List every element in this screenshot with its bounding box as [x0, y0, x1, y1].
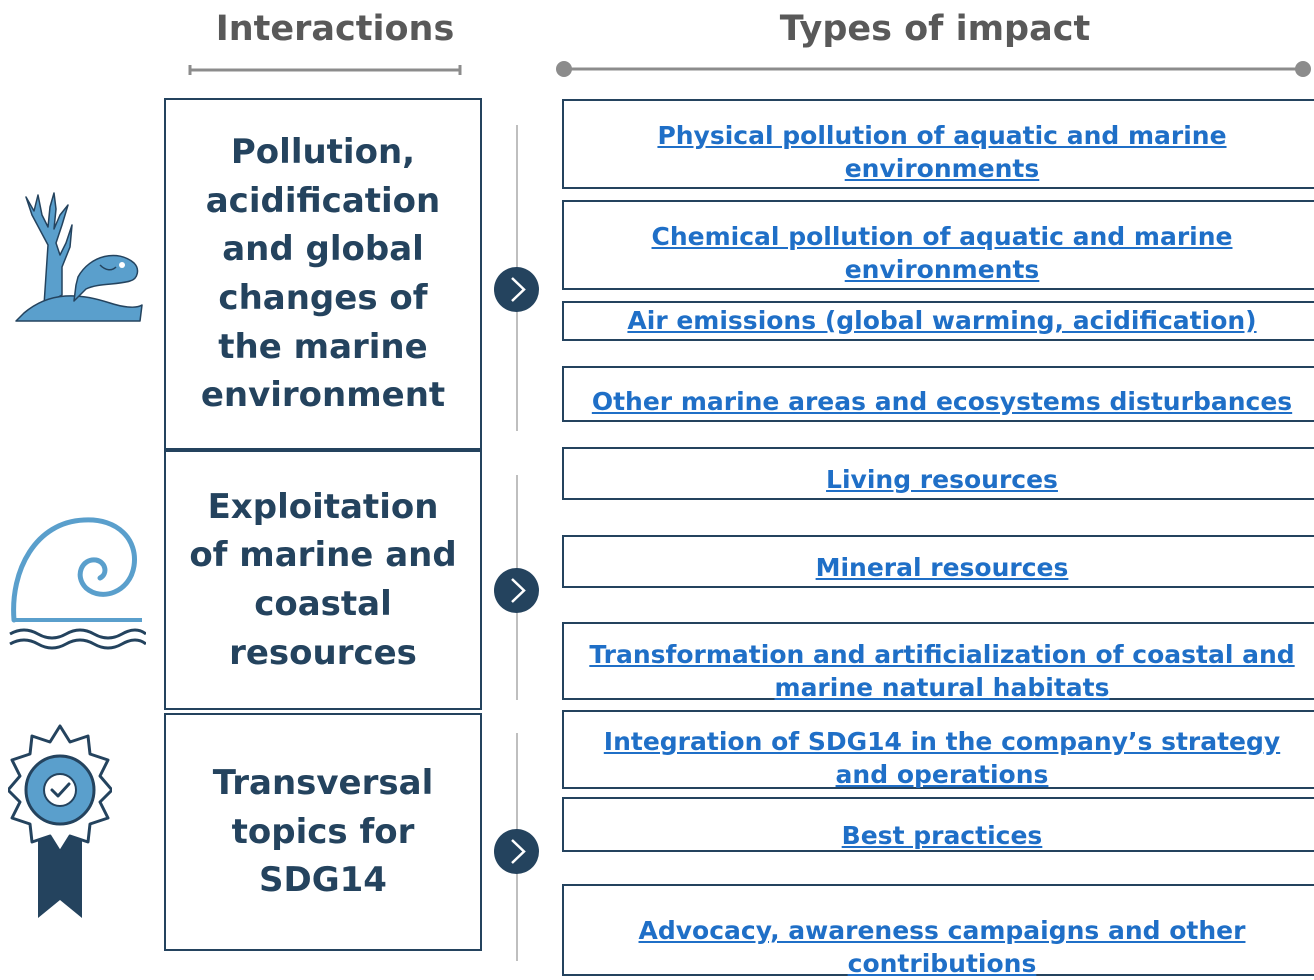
category-box-transversal: Transversal topics for SDG14: [164, 713, 482, 951]
category-box-pollution: Pollution, acidification and global chan…: [164, 98, 482, 450]
category-label-exploitation: Exploitation of marine and coastal resou…: [189, 486, 457, 673]
impact-label: Best practices: [841, 820, 1043, 850]
badge-checkmark-icon: [8, 724, 112, 918]
chevron-right-icon: [494, 568, 539, 613]
interactions-divider: [188, 65, 462, 75]
impact-air-emissions[interactable]: Air emissions (global warming, acidifica…: [562, 301, 1314, 341]
category-label-transversal: Transversal topics for SDG14: [212, 763, 434, 901]
interactions-header: Interactions: [215, 9, 455, 49]
impact-transformation-habitats[interactable]: Transformation and artificialization of …: [562, 622, 1314, 702]
impact-advocacy[interactable]: Advocacy, awareness campaigns and other …: [562, 884, 1314, 978]
chevron-right-icon: [494, 267, 539, 312]
impact-integration-sdg14[interactable]: Integration of SDG14 in the company’s st…: [562, 710, 1314, 789]
impact-label: Living resources: [826, 464, 1058, 494]
impact-best-practices[interactable]: Best practices: [562, 797, 1314, 852]
types-of-impact-header: Types of impact: [779, 9, 1091, 49]
impact-label: Integration of SDG14 in the company’s st…: [603, 727, 1281, 789]
impact-label: Physical pollution of aquatic and marine…: [657, 121, 1227, 183]
category-label-pollution: Pollution, acidification and global chan…: [200, 132, 446, 416]
chevron-right-icon: [494, 829, 539, 874]
impact-mineral-resources[interactable]: Mineral resources: [562, 535, 1314, 588]
impact-label: Mineral resources: [815, 552, 1069, 582]
impact-label: Other marine areas and ecosystems distur…: [591, 386, 1293, 416]
impact-living-resources[interactable]: Living resources: [562, 447, 1314, 500]
category-box-exploitation: Exploitation of marine and coastal resou…: [164, 450, 482, 710]
impact-other-disturbances[interactable]: Other marine areas and ecosystems distur…: [562, 366, 1314, 422]
wave-icon: [9, 517, 146, 650]
impact-chemical-pollution[interactable]: Chemical pollution of aquatic and marine…: [562, 200, 1314, 290]
impact-physical-pollution[interactable]: Physical pollution of aquatic and marine…: [562, 99, 1314, 189]
types-of-impact-divider: [556, 61, 1311, 77]
tree-fish-icon: [15, 192, 143, 322]
impact-label: Transformation and artificialization of …: [589, 640, 1295, 702]
impact-label: Air emissions (global warming, acidifica…: [627, 305, 1257, 335]
impact-label: Chemical pollution of aquatic and marine…: [651, 222, 1233, 284]
impact-label: Advocacy, awareness campaigns and other …: [638, 916, 1246, 978]
